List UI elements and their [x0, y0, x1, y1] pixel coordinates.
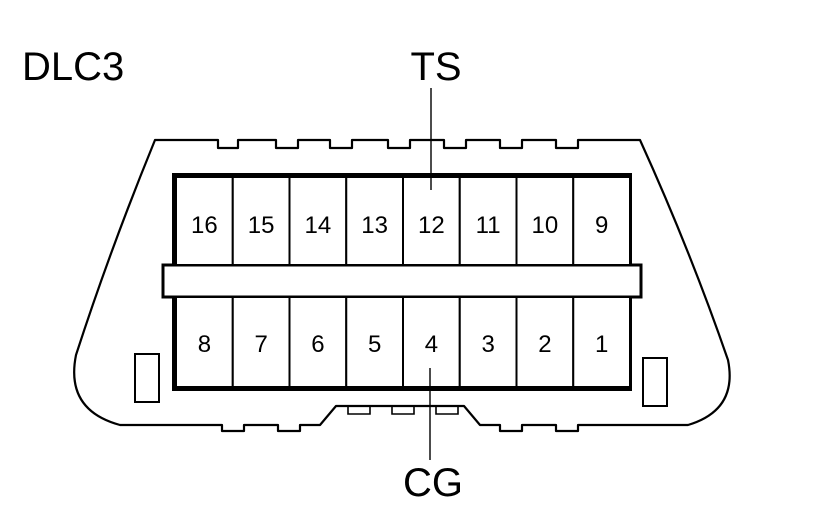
- pin-number-14: 14: [305, 212, 332, 239]
- bottom-key-detail: [347, 406, 459, 415]
- pin-number-6: 6: [311, 331, 324, 358]
- pin-number-10: 10: [532, 212, 559, 239]
- pin-cell-14: [288, 176, 348, 266]
- center-divider-bar: [161, 263, 643, 299]
- pin-number-15: 15: [248, 212, 275, 239]
- pin-cell-11: [458, 176, 518, 266]
- pin-cell-16: [175, 176, 234, 266]
- pin-number-3: 3: [481, 331, 494, 358]
- pin-cell-8: [175, 296, 234, 388]
- pin-number-4: 4: [425, 331, 438, 358]
- bottom-pin-row: 8 7 6 5 4 3 2 1: [175, 296, 631, 388]
- pin-number-13: 13: [361, 212, 388, 239]
- pin-number-8: 8: [198, 331, 211, 358]
- pin-cell-9: [572, 176, 631, 266]
- pin-number-7: 7: [254, 331, 267, 358]
- left-latch-slot: [134, 353, 160, 403]
- pin-number-12: 12: [418, 212, 445, 239]
- pin-cell-1: [572, 296, 631, 388]
- pin-cell-2: [515, 296, 575, 388]
- pin-number-11: 11: [476, 212, 501, 239]
- pin-number-16: 16: [191, 212, 218, 239]
- pin-cell-13: [345, 176, 404, 266]
- ts-callout-label: TS: [410, 45, 461, 89]
- pin-number-1: 1: [595, 331, 608, 358]
- pin-cell-3: [458, 296, 518, 388]
- cg-callout-label: CG: [403, 461, 463, 505]
- top-pin-row: 16 15 14 13 12 11 10 9: [175, 176, 631, 266]
- connector-name-label: DLC3: [22, 45, 124, 89]
- pin-cell-4: [402, 296, 461, 388]
- right-latch-slot: [642, 357, 668, 407]
- pin-number-2: 2: [538, 331, 551, 358]
- pin-number-9: 9: [595, 212, 608, 239]
- pin-cell-10: [515, 176, 575, 266]
- pin-cell-6: [288, 296, 348, 388]
- pin-number-5: 5: [368, 331, 381, 358]
- connector-shell: [73, 138, 731, 433]
